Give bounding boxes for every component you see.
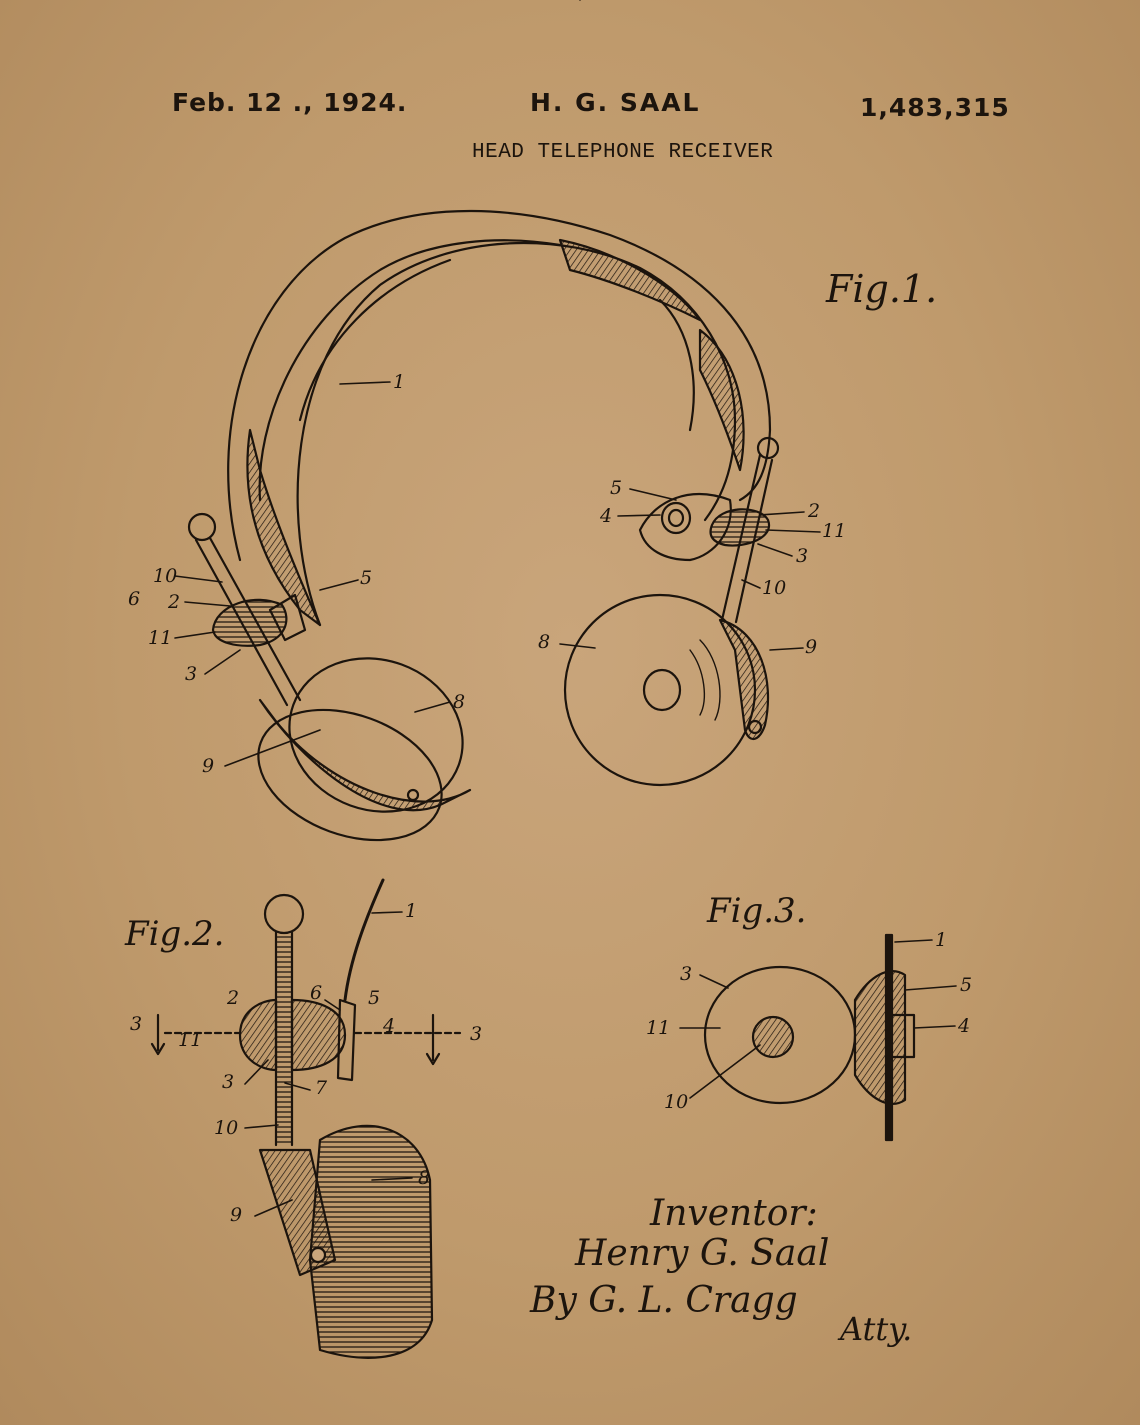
- ref-5: 5: [610, 477, 622, 499]
- ref-11: 11: [178, 1029, 202, 1051]
- ref-8: 8: [453, 691, 465, 713]
- ref-5: 5: [368, 987, 380, 1009]
- reference-numerals: 1 5 4 2 11 3 10 8 9 10 6 2 11 3 5 8 9 1 …: [128, 371, 972, 1226]
- patent-number: 1,483,315: [860, 93, 1010, 122]
- ref-11: 11: [822, 520, 846, 542]
- ref-5: 5: [360, 567, 372, 589]
- ref-2: 2: [226, 987, 239, 1009]
- ref-10: 10: [664, 1091, 688, 1113]
- fig2-label: Fig.2.: [124, 914, 224, 954]
- ref-6: 6: [128, 588, 140, 610]
- attorney-label: Atty.: [837, 1310, 912, 1348]
- ref-1: 1: [393, 371, 405, 393]
- ref-4: 4: [957, 1015, 970, 1037]
- fig1-left-earpiece: [187, 512, 472, 842]
- ref-3: 3: [796, 545, 808, 567]
- ref-3: 3: [185, 663, 197, 685]
- attorney-signature: By G. L. Cragg: [529, 1280, 798, 1321]
- ref-1: 1: [405, 900, 417, 922]
- ref-8: 8: [418, 1167, 430, 1189]
- ref-3: 3: [222, 1071, 234, 1093]
- ref-11: 11: [148, 627, 172, 649]
- ref-2: 2: [807, 500, 820, 522]
- ref-7: 7: [315, 1077, 328, 1099]
- ref-10: 10: [153, 565, 177, 587]
- leader-lines: [174, 0, 957, 1217]
- fig1-headband: [227, 209, 772, 627]
- ref-6: 6: [310, 982, 322, 1004]
- fig3-section: [703, 933, 916, 1142]
- ref-5: 5: [960, 974, 972, 996]
- ref-8: 8: [538, 631, 550, 653]
- ref-11: 11: [646, 1017, 670, 1039]
- ref-3: 3: [130, 1013, 142, 1035]
- ref-9: 9: [230, 1204, 242, 1226]
- inventor-label: Inventor:: [649, 1193, 818, 1234]
- patent-date: Feb. 12 ., 1924.: [172, 88, 408, 117]
- ref-9: 9: [805, 636, 817, 658]
- inventor-signature: Henry G. Saal: [574, 1233, 829, 1274]
- ref-3: 3: [680, 963, 692, 985]
- patent-title: HEAD TELEPHONE RECEIVER: [472, 141, 774, 164]
- inventor-name: H. G. SAAL: [530, 88, 701, 117]
- fig3-label: Fig.3.: [706, 891, 806, 931]
- ref-10: 10: [762, 577, 786, 599]
- ref-1: 1: [935, 929, 947, 951]
- ref-3: 3: [470, 1023, 482, 1045]
- ref-2: 2: [167, 591, 180, 613]
- fig1-right-earpiece: [563, 436, 780, 787]
- fig2-section: [150, 878, 462, 1359]
- ref-4: 4: [599, 505, 612, 527]
- ref-4: 4: [382, 1015, 395, 1037]
- ref-9: 9: [202, 755, 214, 777]
- fig1-label: Fig.1.: [825, 267, 937, 311]
- ref-10: 10: [214, 1117, 238, 1139]
